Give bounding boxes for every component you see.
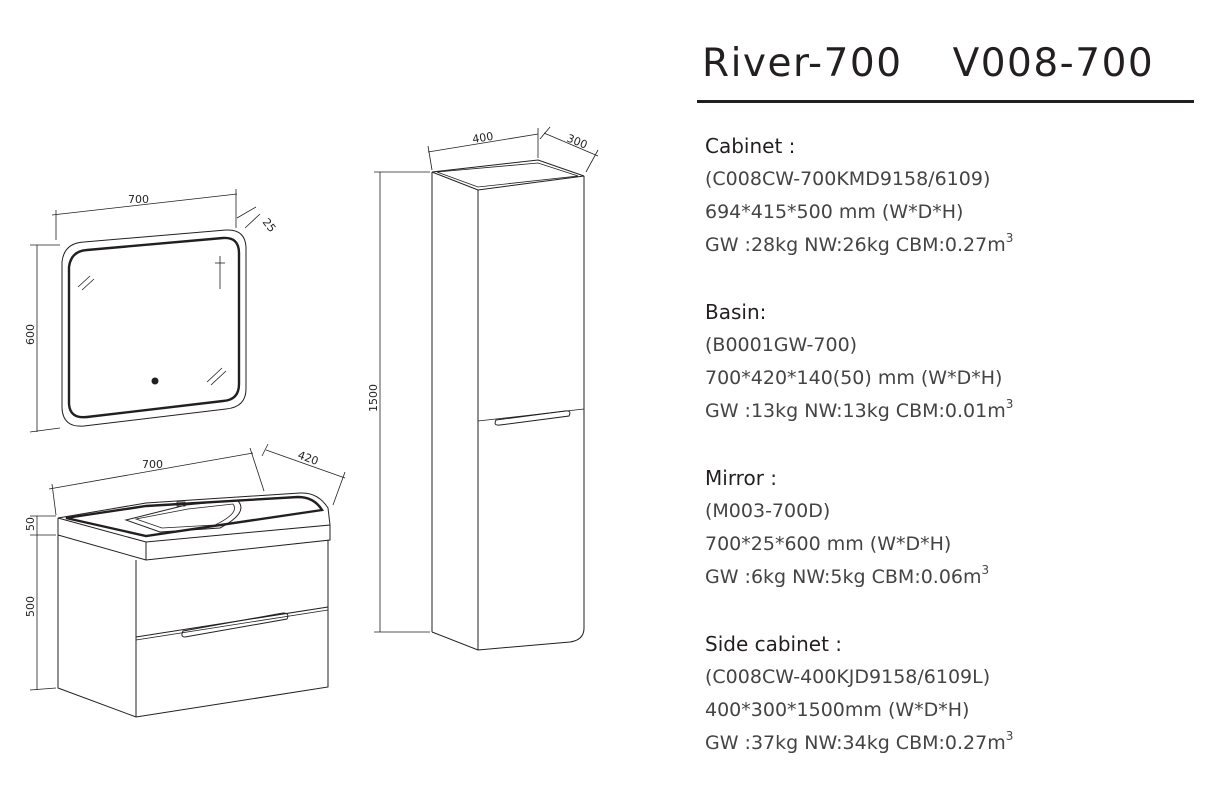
spec-size: 694*415*500 mm (W*D*H) [705, 201, 964, 223]
side-height-label: 1500 [367, 384, 380, 412]
spec-size: 700*25*600 mm (W*D*H) [705, 533, 952, 555]
spec-label: Mirror : [705, 466, 778, 490]
spec-code: (B0001GW-700) [705, 334, 858, 356]
product-title: River-700 V008-700 [697, 38, 1194, 90]
side-width-label: 400 [471, 130, 494, 146]
vanity-drawing: 700 420 50 500 [24, 443, 346, 718]
spec-mirror: Mirror : (M003-700D) 700*25*600 mm (W*D*… [705, 462, 1205, 594]
spec-weight: GW :28kg NW:26kg CBM:0.27m3 [705, 231, 1014, 256]
vanity-depth-label: 420 [296, 449, 320, 468]
product-drawing: 700 25 600 700 [24, 126, 599, 718]
model-name: River-700 [702, 41, 903, 86]
spec-weight: GW :13kg NW:13kg CBM:0.01m3 [705, 397, 1014, 422]
spec-label: Basin: [705, 300, 767, 324]
title-divider [697, 100, 1194, 103]
spec-label: Side cabinet : [705, 632, 843, 656]
spec-code: (M003-700D) [705, 500, 831, 522]
vanity-width-label: 700 [142, 458, 163, 471]
spec-list: Cabinet : (C008CW-700KMD9158/6109) 694*4… [705, 130, 1205, 794]
spec-size: 400*300*1500mm (W*D*H) [705, 699, 970, 721]
spec-weight: GW :37kg NW:34kg CBM:0.27m3 [705, 729, 1014, 754]
spec-code: (C008CW-400KJD9158/6109L) [705, 666, 991, 688]
side-cabinet-drawing: 400 300 1500 [367, 126, 599, 651]
mirror-depth-label: 25 [260, 216, 279, 235]
touch-sensor-icon [151, 377, 159, 385]
spec-size: 700*420*140(50) mm (W*D*H) [705, 367, 1003, 389]
spec-code: (C008CW-700KMD9158/6109) [705, 168, 991, 190]
side-depth-label: 300 [565, 132, 589, 152]
title-block: River-700 V008-700 [697, 38, 1194, 103]
spec-cabinet: Cabinet : (C008CW-700KMD9158/6109) 694*4… [705, 130, 1205, 262]
mirror-width-label: 700 [128, 193, 149, 206]
mirror-drawing: 700 25 600 [24, 189, 279, 433]
spec-side-cabinet: Side cabinet : (C008CW-400KJD9158/6109L)… [705, 628, 1205, 760]
cabinet-height-label: 500 [24, 596, 37, 617]
basin-height-label: 50 [24, 517, 37, 531]
model-code: V008-700 [952, 41, 1155, 86]
spec-label: Cabinet : [705, 134, 796, 158]
spec-basin: Basin: (B0001GW-700) 700*420*140(50) mm … [705, 296, 1205, 428]
spec-weight: GW :6kg NW:5kg CBM:0.06m3 [705, 563, 990, 588]
mirror-height-label: 600 [24, 324, 37, 345]
